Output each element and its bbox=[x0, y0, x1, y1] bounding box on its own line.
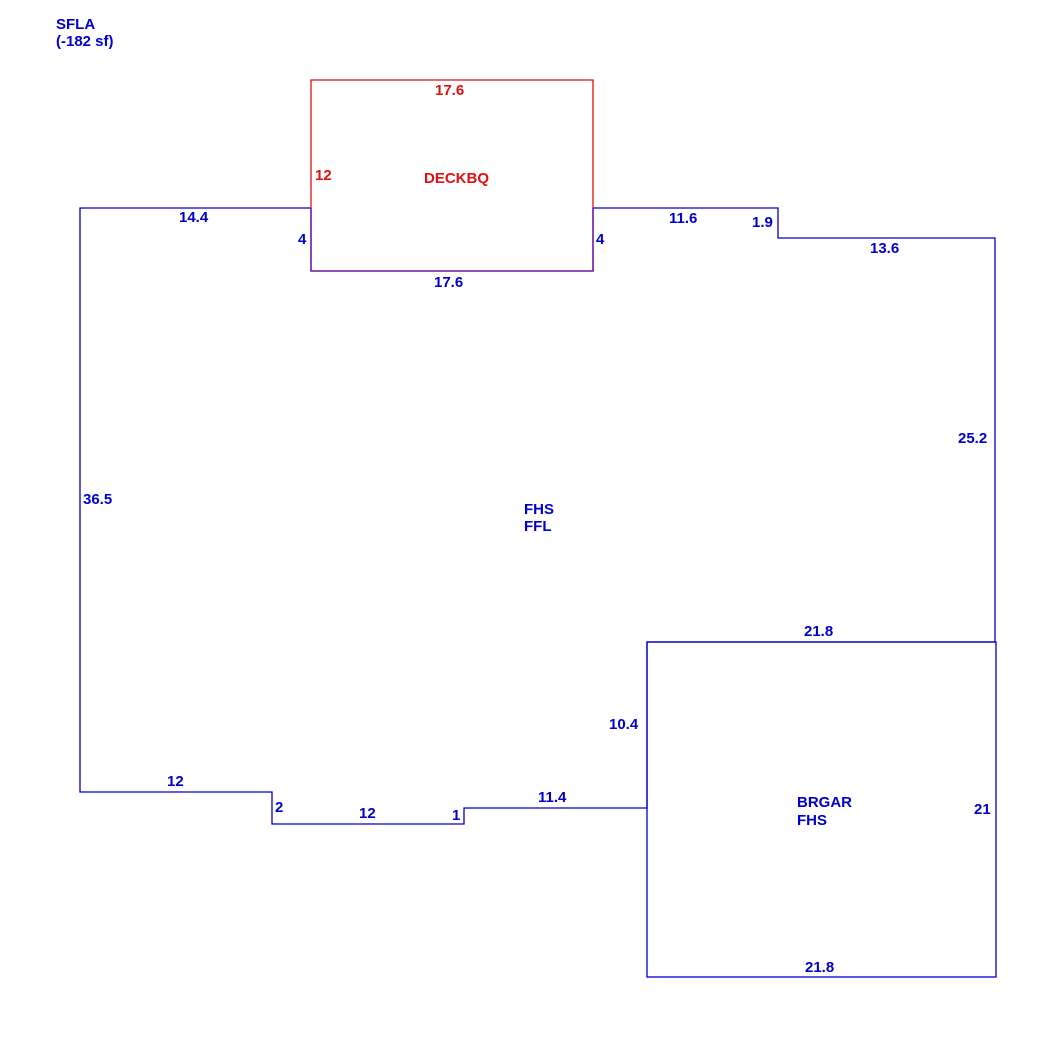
dim-main-bottom-left: 12 bbox=[167, 773, 184, 790]
garage-area-label-1: BRGAR bbox=[797, 794, 852, 811]
deck-main-shared-edge bbox=[310, 208, 594, 272]
dim-main-left-notch: 4 bbox=[298, 231, 307, 248]
dim-main-step-1: 1 bbox=[452, 807, 460, 824]
main-area-label-2: FFL bbox=[524, 518, 552, 535]
dim-main-left-side: 36.5 bbox=[83, 491, 112, 508]
garage-outline bbox=[646, 641, 997, 978]
deck-outline bbox=[310, 79, 594, 208]
sketch-header: SFLA (-182 sf) bbox=[56, 16, 114, 50]
dim-garage-side: 21 bbox=[974, 801, 991, 818]
dim-deck-side: 12 bbox=[315, 167, 332, 184]
dim-main-right-upper: 13.6 bbox=[870, 240, 899, 257]
dim-garage-bottom: 21.8 bbox=[805, 959, 834, 976]
dim-main-inner-side: 10.4 bbox=[609, 716, 639, 733]
dim-main-step-small: 1.9 bbox=[752, 214, 773, 231]
dim-main-right-side: 25.2 bbox=[958, 430, 987, 447]
main-area-label-1: FHS bbox=[524, 501, 554, 518]
dim-main-right-notch: 4 bbox=[596, 231, 605, 248]
dim-deck-top: 17.6 bbox=[435, 82, 464, 99]
garage-area-label-2: FHS bbox=[797, 812, 827, 829]
dim-main-bottom-mid: 12 bbox=[359, 805, 376, 822]
dim-main-step-2: 2 bbox=[275, 799, 283, 816]
header-line-1: SFLA bbox=[56, 16, 96, 33]
header-line-2: (-182 sf) bbox=[56, 33, 114, 50]
dim-main-bottom-right: 11.4 bbox=[538, 789, 567, 806]
dim-garage-top: 21.8 bbox=[804, 623, 833, 640]
dim-main-left-top: 14.4 bbox=[179, 209, 209, 226]
main-area-outline bbox=[79, 207, 996, 825]
dim-main-right-top: 11.6 bbox=[669, 210, 697, 227]
dim-deck-bottom: 17.6 bbox=[434, 274, 463, 291]
deck-area-label: DECKBQ bbox=[424, 170, 489, 187]
